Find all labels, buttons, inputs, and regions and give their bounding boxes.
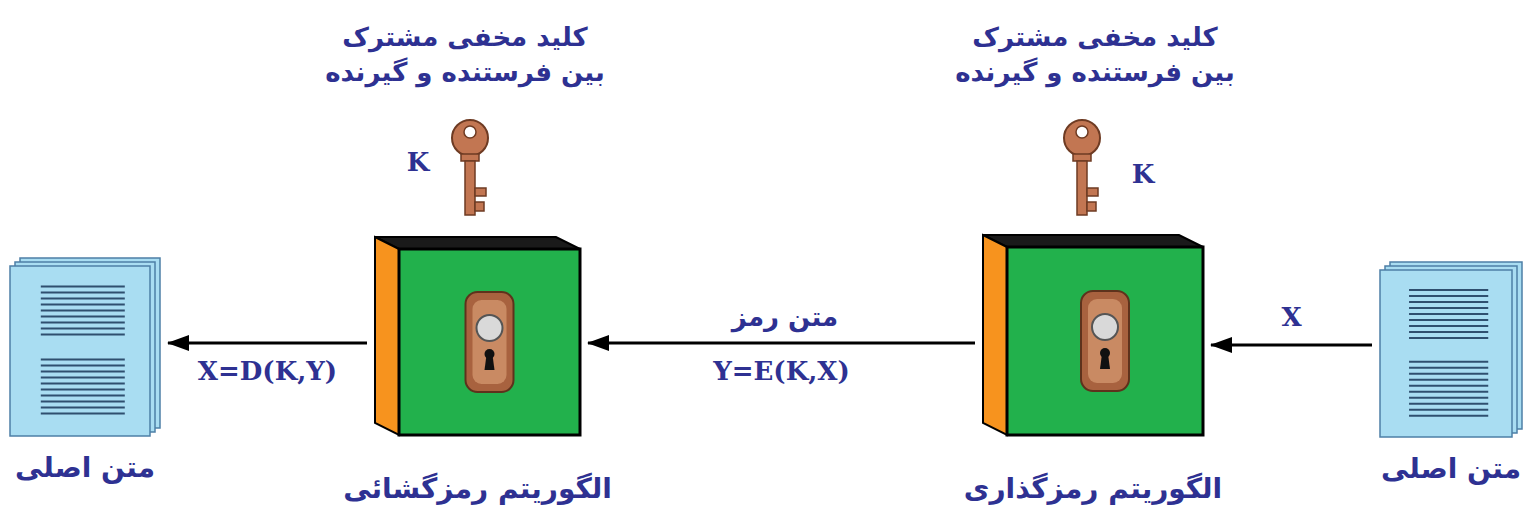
- document-text-line: [41, 389, 125, 391]
- document-text-line: [41, 371, 125, 373]
- arrow-connector: [588, 342, 975, 345]
- key-bow: [452, 120, 488, 156]
- document-icon: [10, 258, 160, 436]
- document-text-line: [41, 327, 125, 329]
- box-icon: [983, 235, 1203, 435]
- document-text-line: [41, 383, 125, 385]
- arrow-connector: [168, 342, 367, 345]
- algorithm-box: الگوریتم رمزگذاری: [983, 235, 1203, 435]
- document-text-line: [41, 303, 125, 305]
- key-tooth: [475, 202, 484, 211]
- document-text-line: [1409, 379, 1488, 381]
- key-symbol: K: [404, 145, 433, 180]
- document-text-line: [1409, 325, 1488, 327]
- lock-knob: [477, 315, 503, 341]
- key-tooth: [1087, 202, 1096, 211]
- key-shaft: [465, 161, 475, 215]
- key-collar: [1073, 154, 1091, 161]
- document-text-line: [1409, 415, 1488, 417]
- box-top-face: [375, 237, 580, 249]
- document-text-line: [41, 365, 125, 367]
- document-text-line: [41, 401, 125, 403]
- arrow-connector: [1211, 344, 1372, 347]
- document-text-line: [1409, 409, 1488, 411]
- document-text-line: [41, 315, 125, 317]
- document-text-line: [1409, 289, 1488, 291]
- box-front-face: [1007, 247, 1203, 435]
- document-text-line: [1409, 403, 1488, 405]
- edge-label: X=D(K,Y): [195, 354, 340, 389]
- document-text-line: [1409, 391, 1488, 393]
- box-side-face: [375, 237, 399, 435]
- node-caption: الگوریتم رمزگذاری: [964, 471, 1222, 506]
- node-caption: الگوریتم رمزگشائی: [343, 471, 612, 506]
- key-collar: [461, 154, 479, 161]
- document-text-line: [1409, 373, 1488, 375]
- document-text-line: [1409, 307, 1488, 309]
- document-text-line: [1409, 367, 1488, 369]
- lock-plate: [466, 292, 514, 392]
- key-hole: [464, 126, 476, 138]
- document-text-line: [41, 359, 125, 361]
- keyhole: [1100, 354, 1110, 369]
- key-label: کلید مخفی مشترک بین فرستنده و گیرنده: [902, 20, 1288, 90]
- document-text-line: [1409, 397, 1488, 399]
- algorithm-box: الگوریتم رمزگشائی: [375, 237, 580, 435]
- document-text-line: [41, 333, 125, 335]
- document-text-line: [41, 297, 125, 299]
- edge-label: Y=E(K,X): [710, 354, 853, 389]
- document-text-line: [1409, 385, 1488, 387]
- key-shaft: [1077, 161, 1087, 215]
- document-page: [10, 266, 150, 436]
- document-icon: [1380, 262, 1522, 437]
- lock-plate: [1081, 291, 1129, 391]
- lock-plate-inner: [1088, 299, 1122, 383]
- document-node: متن اصلی: [1380, 262, 1522, 437]
- document-text-line: [41, 395, 125, 397]
- key-hole: [1076, 126, 1088, 138]
- lock-plate-inner: [473, 300, 507, 384]
- document-text-line: [41, 407, 125, 409]
- key-symbol: K: [1129, 157, 1158, 192]
- line-label: متن رمز: [729, 300, 841, 335]
- key-bow: [1064, 120, 1100, 156]
- box-icon: [375, 237, 580, 435]
- document-text-line: [41, 321, 125, 323]
- document-text-line: [41, 285, 125, 287]
- document-text-line: [1409, 313, 1488, 315]
- box-front-face: [399, 249, 580, 435]
- document-text-line: [1409, 331, 1488, 333]
- document-text-line: [1409, 319, 1488, 321]
- key-icon: [452, 120, 488, 215]
- key-tooth: [1087, 188, 1098, 196]
- document-page: [1380, 270, 1512, 437]
- box-top-face: [983, 235, 1203, 247]
- document-text-line: [1409, 361, 1488, 363]
- document-text-line: [1409, 295, 1488, 297]
- key-icon: [1064, 120, 1100, 215]
- lock-knob: [1092, 314, 1118, 340]
- document-text-line: [1409, 337, 1488, 339]
- box-side-face: [983, 235, 1007, 435]
- document-text-line: [41, 413, 125, 415]
- document-node: متن اصلی: [10, 258, 160, 436]
- document-text-line: [41, 291, 125, 293]
- key-tooth: [475, 188, 486, 196]
- document-text-line: [41, 309, 125, 311]
- edge-label: X: [1278, 300, 1304, 335]
- keyhole: [485, 355, 495, 370]
- document-text-line: [41, 377, 125, 379]
- node-caption: متن اصلی: [1381, 451, 1521, 486]
- document-text-line: [1409, 301, 1488, 303]
- key-label: کلید مخفی مشترک بین فرستنده و گیرنده: [272, 20, 658, 90]
- node-caption: متن اصلی: [15, 450, 155, 485]
